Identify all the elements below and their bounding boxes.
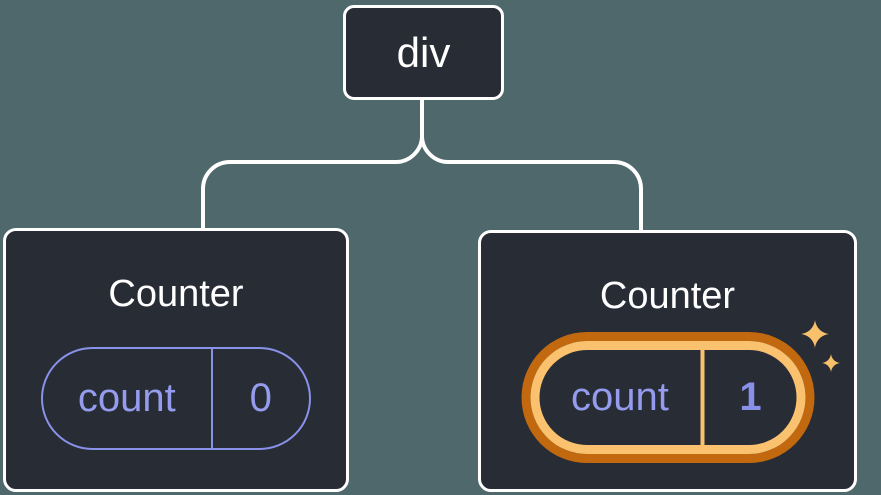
state-key-right: count [571,375,669,419]
state-value-left: 0 [210,349,309,448]
counter-card-right: Counter count 1 [478,230,857,492]
root-node-label: div [396,28,451,76]
state-pill-left: count 0 [41,347,311,450]
state-pill-right-highlighted: count 1 [530,341,805,454]
counter-card-left: Counter count 0 [3,228,349,492]
sparkles-icon [801,320,840,372]
root-node-div: div [343,5,504,100]
counter-card-left-title: Counter [108,273,244,315]
counter-card-right-title: Counter [599,275,736,317]
state-value-right: 1 [700,350,796,445]
state-key-left: count [77,376,176,420]
